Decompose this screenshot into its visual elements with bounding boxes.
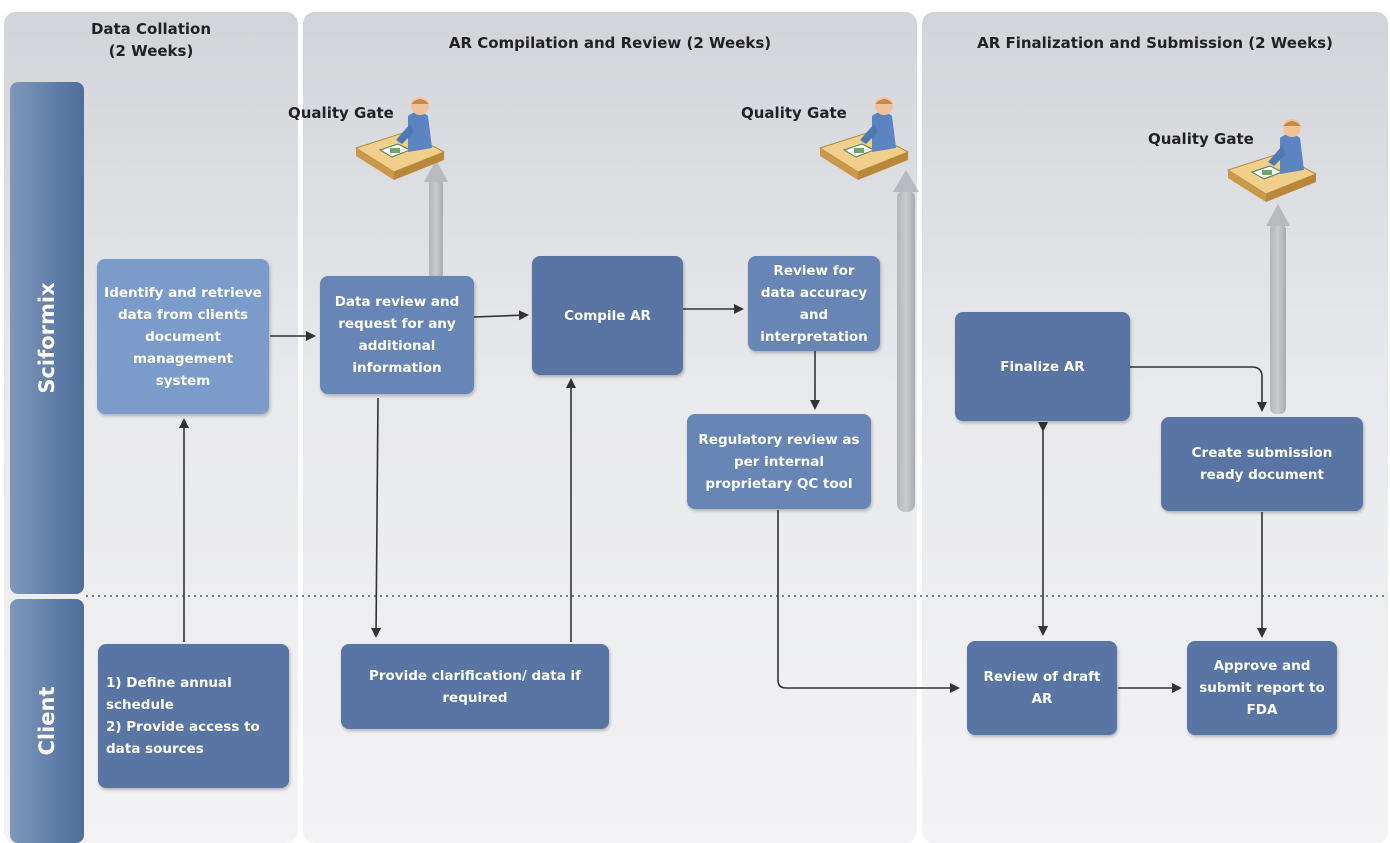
box-data-review: Data review and request for any addition… (320, 276, 474, 394)
quality-gate-arrow-3 (1266, 204, 1290, 414)
lane-client: Client (10, 599, 84, 843)
quality-gate-arrow-2 (893, 170, 919, 512)
arrow-data-review-to-compile (473, 310, 529, 321)
quality-gate-label-3: Quality Gate (1148, 130, 1254, 148)
arrow-data-review-to-clarification (371, 397, 382, 638)
box-identify-retrieve-data: Identify and retrieve data from clients … (97, 259, 269, 414)
quality-gate-arrow-1 (424, 160, 448, 278)
reviewer-at-desk-icon (818, 97, 910, 180)
box-define-schedule: 1) Define annual schedule 2) Provide acc… (98, 644, 289, 788)
lane-sciformix: Sciformix (10, 82, 84, 594)
box-compile-ar: Compile AR (532, 256, 683, 375)
reviewer-at-desk-icon (1226, 119, 1318, 202)
phase-title-ar-compilation: AR Compilation and Review (2 Weeks) (448, 34, 772, 52)
box-approve-submit: Approve and submit report to FDA (1187, 641, 1337, 735)
phase-title-ar-finalization: AR Finalization and Submission (2 Weeks) (977, 34, 1333, 52)
box-review-draft-ar: Review of draft AR (967, 641, 1117, 735)
arrow-regulatory-to-review-draft (777, 510, 960, 693)
box-finalize-ar: Finalize AR (955, 312, 1130, 421)
box-provide-clarification: Provide clarification/ data if required (341, 644, 609, 729)
box-regulatory-review: Regulatory review as per internal propri… (687, 414, 871, 509)
arrow-finalize-to-create (1130, 366, 1267, 412)
reviewer-at-desk-icon (354, 97, 446, 180)
box-create-submission: Create submission ready document (1161, 417, 1363, 511)
box-review-accuracy: Review for data accuracy and interpretat… (748, 256, 880, 351)
quality-gate-label-1: Quality Gate (288, 104, 394, 122)
quality-gate-label-2: Quality Gate (741, 104, 847, 122)
phase-title-data-collation: Data Collation (2 Weeks) (90, 20, 212, 60)
